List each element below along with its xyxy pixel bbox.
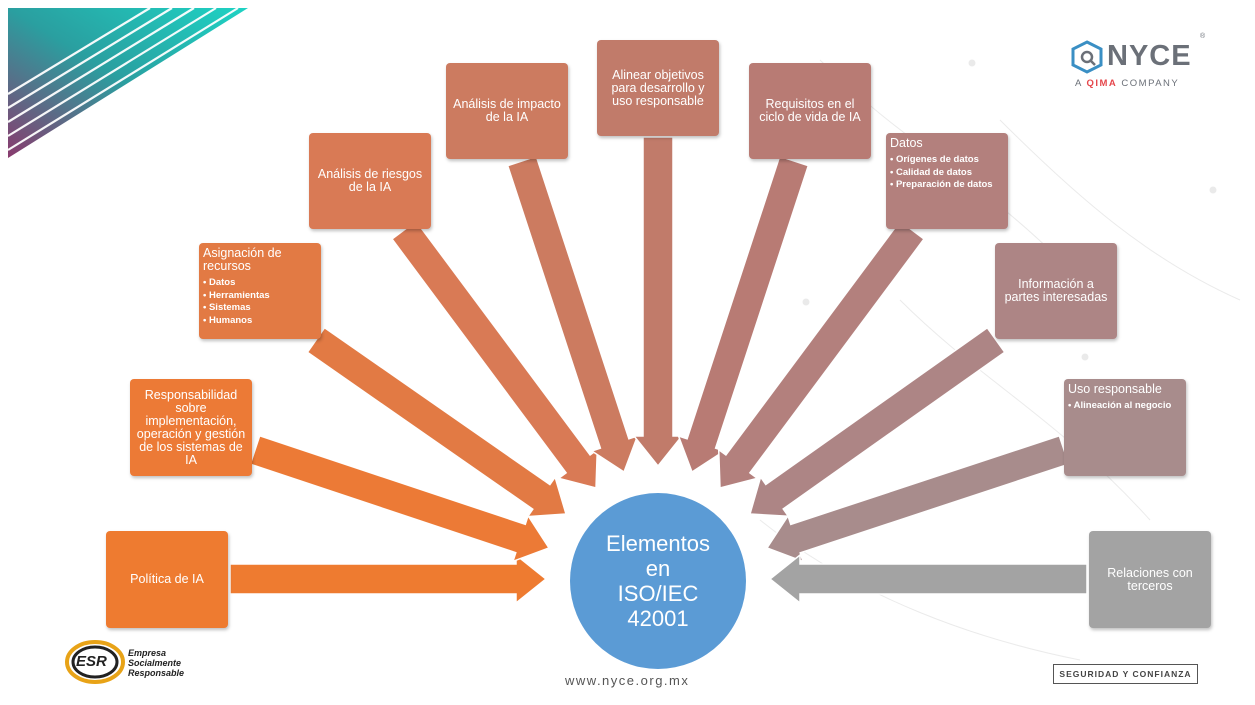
element-box: Alinear objetivos para desarrollo y uso …: [597, 40, 719, 136]
element-box: Análisis de impacto de la IA: [446, 63, 568, 159]
element-box: Información a partes interesadas: [995, 243, 1117, 339]
connector-arrow: [306, 326, 567, 518]
esr-logo: [65, 640, 125, 684]
center-line: Elementos: [606, 531, 710, 556]
connector-arrow: [749, 326, 1006, 518]
center-line: 42001: [627, 606, 689, 631]
element-title: Análisis de impacto de la IA: [453, 97, 561, 124]
center-line: en: [645, 556, 671, 581]
corner-decoration: [7, 7, 248, 158]
slogan-badge: SEGURIDAD Y CONFIANZA: [1053, 664, 1198, 684]
element-bullets: DatosHerramientasSistemasHumanos: [203, 277, 270, 327]
element-bullets: Alineación al negocio: [1068, 400, 1172, 413]
element-title: Asignación de recursos: [203, 246, 282, 273]
element-title: Relaciones con terceros: [1107, 565, 1193, 593]
nyce-tagline: A QIMA COMPANY: [1075, 78, 1179, 89]
tagline-suffix: COMPANY: [1121, 78, 1180, 89]
element-title: Información a partes interesadas: [1004, 277, 1108, 304]
connector-arrow: [717, 219, 926, 489]
element-title: Requisitos en el ciclo de vida de IA: [759, 97, 861, 124]
element-title: Uso responsable: [1068, 382, 1162, 396]
esr-badge-text: ESR: [76, 653, 107, 670]
nyce-wordmark: NYCE: [1107, 40, 1192, 72]
esr-line: Empresa: [128, 648, 167, 658]
element-bullet: Calidad de datos: [890, 167, 993, 180]
connector-arrow: [249, 434, 551, 563]
connector-arrow: [506, 155, 639, 474]
element-bullet: Orígenes de datos: [890, 154, 993, 167]
element-bullet: Preparación de datos: [890, 179, 993, 192]
element-title: Análisis de riesgos de la IA: [317, 167, 423, 194]
connector-arrow: [765, 434, 1070, 563]
element-title: Política de IA: [130, 572, 204, 586]
element-bullet: Humanos: [203, 315, 270, 328]
element-box: Requisitos en el ciclo de vida de IA: [749, 63, 871, 159]
element-bullet: Alineación al negocio: [1068, 400, 1172, 413]
nyce-logo-icon: [1071, 40, 1103, 74]
esr-caption: Empresa Socialmente Responsable: [128, 648, 184, 678]
element-bullet: Herramientas: [203, 290, 270, 303]
connector-arrow: [632, 136, 684, 468]
esr-line: Responsable: [128, 668, 185, 678]
tagline-prefix: A: [1075, 78, 1083, 89]
connector-arrow: [229, 553, 548, 605]
registered-mark: ®: [1200, 33, 1206, 40]
tagline-brand: QIMA: [1086, 78, 1118, 89]
element-title: Alinear objetivos para desarrollo y uso …: [611, 67, 705, 108]
element-box: Relaciones con terceros: [1089, 531, 1211, 628]
element-bullets: Orígenes de datosCalidad de datosPrepara…: [890, 154, 993, 192]
website-url[interactable]: www.nyce.org.mx: [565, 673, 690, 688]
element-box: Responsabilidad sobre implementación, op…: [130, 379, 252, 476]
esr-line: Socialmente: [128, 658, 182, 668]
arrows-layer: [229, 136, 1088, 605]
element-box: Asignación de recursosDatosHerramientasS…: [199, 243, 321, 339]
element-box: DatosOrígenes de datosCalidad de datosPr…: [886, 133, 1008, 229]
element-box: Uso responsableAlineación al negocio: [1064, 379, 1186, 476]
element-title: Datos: [890, 136, 923, 150]
element-box: Política de IA: [106, 531, 228, 628]
element-title: Responsabilidad sobre implementación, op…: [136, 387, 246, 467]
connector-arrow: [677, 155, 810, 474]
center-line: ISO/IEC: [617, 581, 699, 606]
center-circle: Elementos en ISO/IEC 42001: [570, 493, 746, 669]
connector-arrow: [768, 553, 1088, 605]
element-bullet: Sistemas: [203, 302, 270, 315]
element-box: Análisis de riesgos de la IA: [309, 133, 431, 229]
element-bullet: Datos: [203, 277, 270, 290]
connector-arrow: [390, 219, 599, 489]
